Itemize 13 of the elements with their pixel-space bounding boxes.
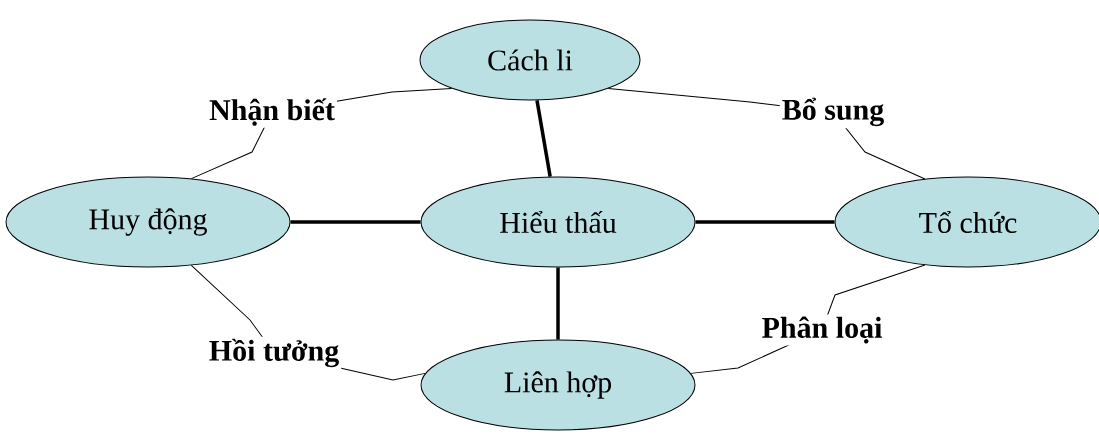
ellipse-node: Tổ chức [834,176,1099,268]
edge-label: Bổ sung [779,95,887,129]
edge-label: Phân loại [759,314,885,346]
ellipse-node: Liên hợp [420,339,696,431]
ellipse-node: Huy động [5,176,291,268]
edge-label: Nhận biết [207,96,337,128]
connector-line [556,267,560,340]
ellipse-node: Hiểu thấu [420,176,696,268]
connector-line [290,220,421,224]
connector-line [695,220,835,224]
ellipse-node: Cách li [419,19,641,101]
edge-label: Hồi tưởng [206,336,342,370]
connector-line [535,100,552,177]
